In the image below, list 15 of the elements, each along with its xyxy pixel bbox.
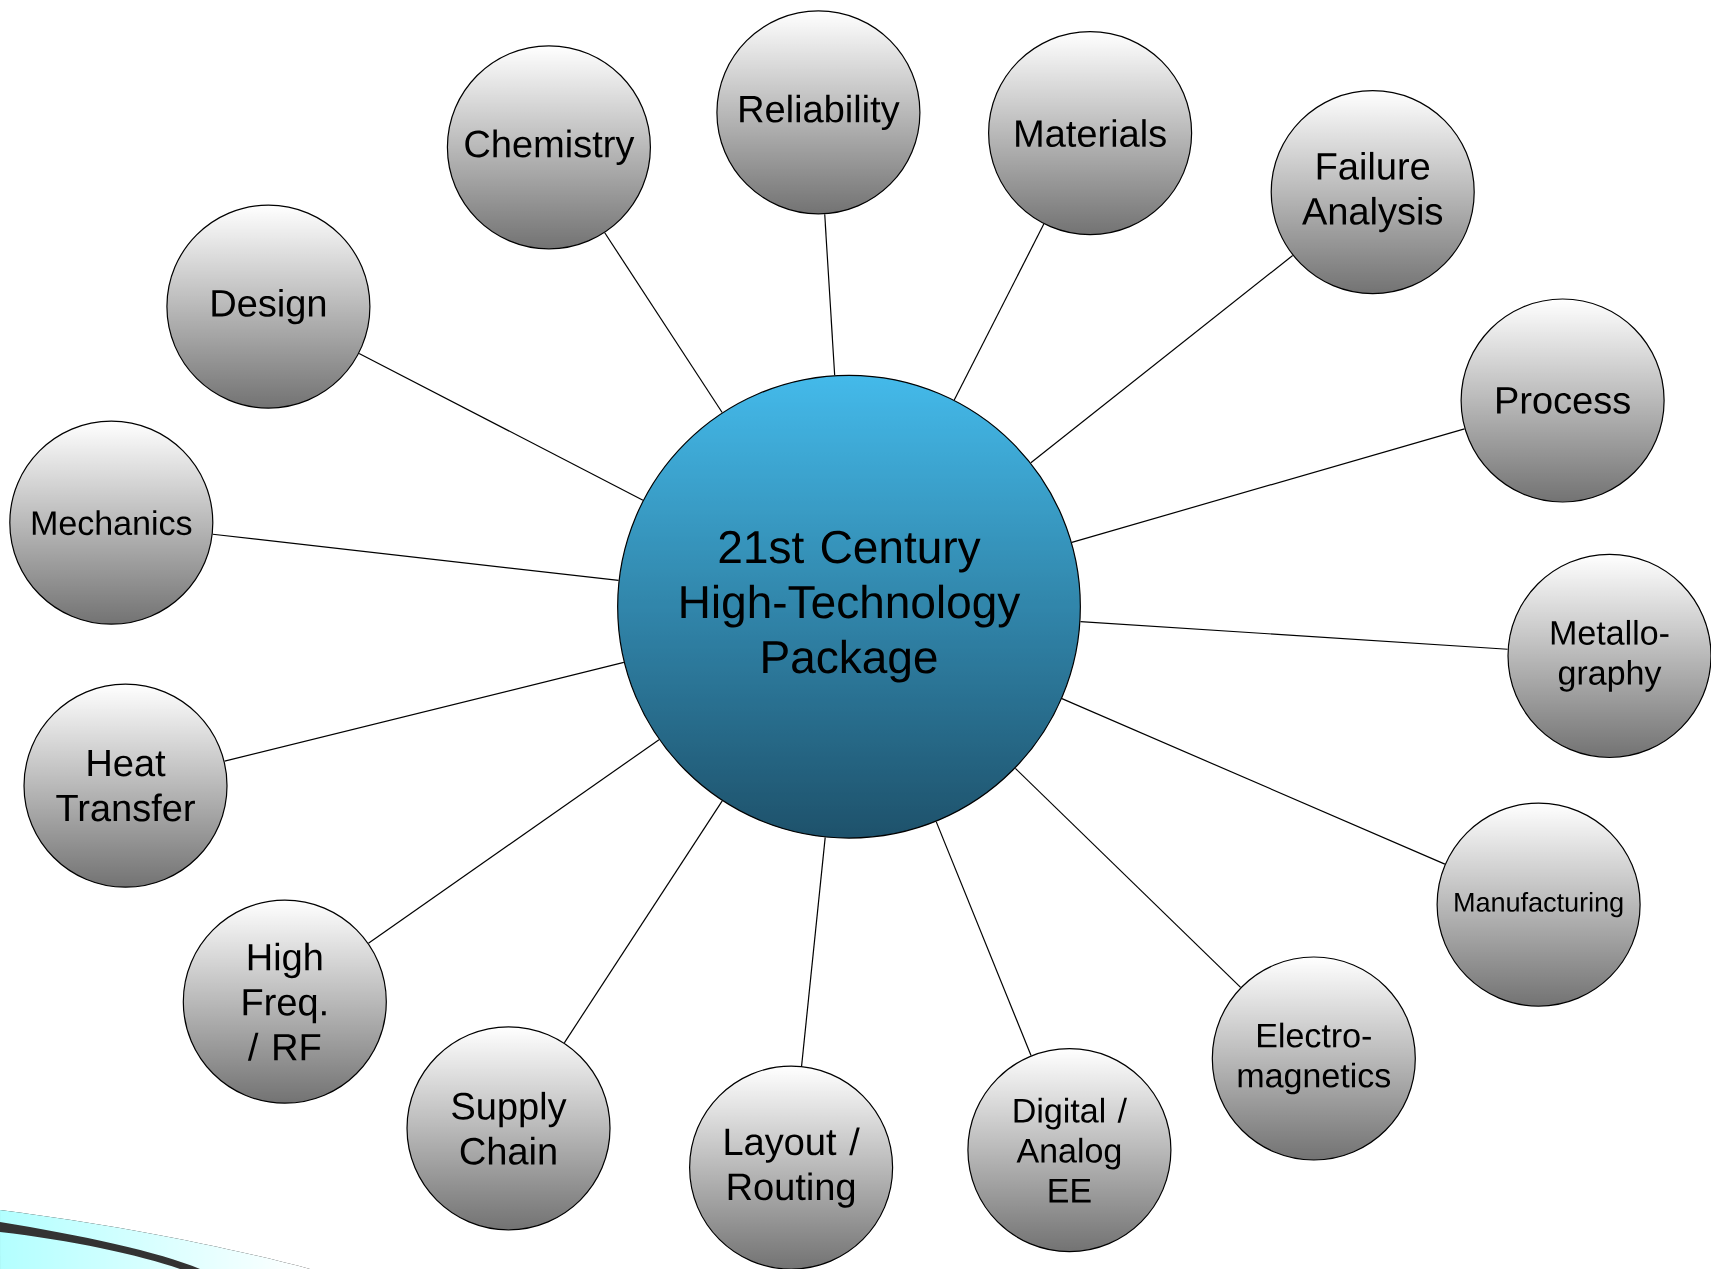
connector-line [1071,428,1466,543]
connector-line [1014,767,1242,988]
connector-line [563,800,723,1044]
connector-line [935,821,1032,1057]
connector-line [1061,698,1446,865]
connector-line [1030,254,1294,464]
connector-line [604,232,723,414]
connector-line [953,223,1045,401]
connector-line [801,836,826,1067]
connector-line [358,352,644,501]
connector-line [224,661,625,762]
connector-line [367,739,660,944]
connector-line [1079,621,1509,650]
connector-line [824,213,836,376]
connector-line [212,533,620,582]
